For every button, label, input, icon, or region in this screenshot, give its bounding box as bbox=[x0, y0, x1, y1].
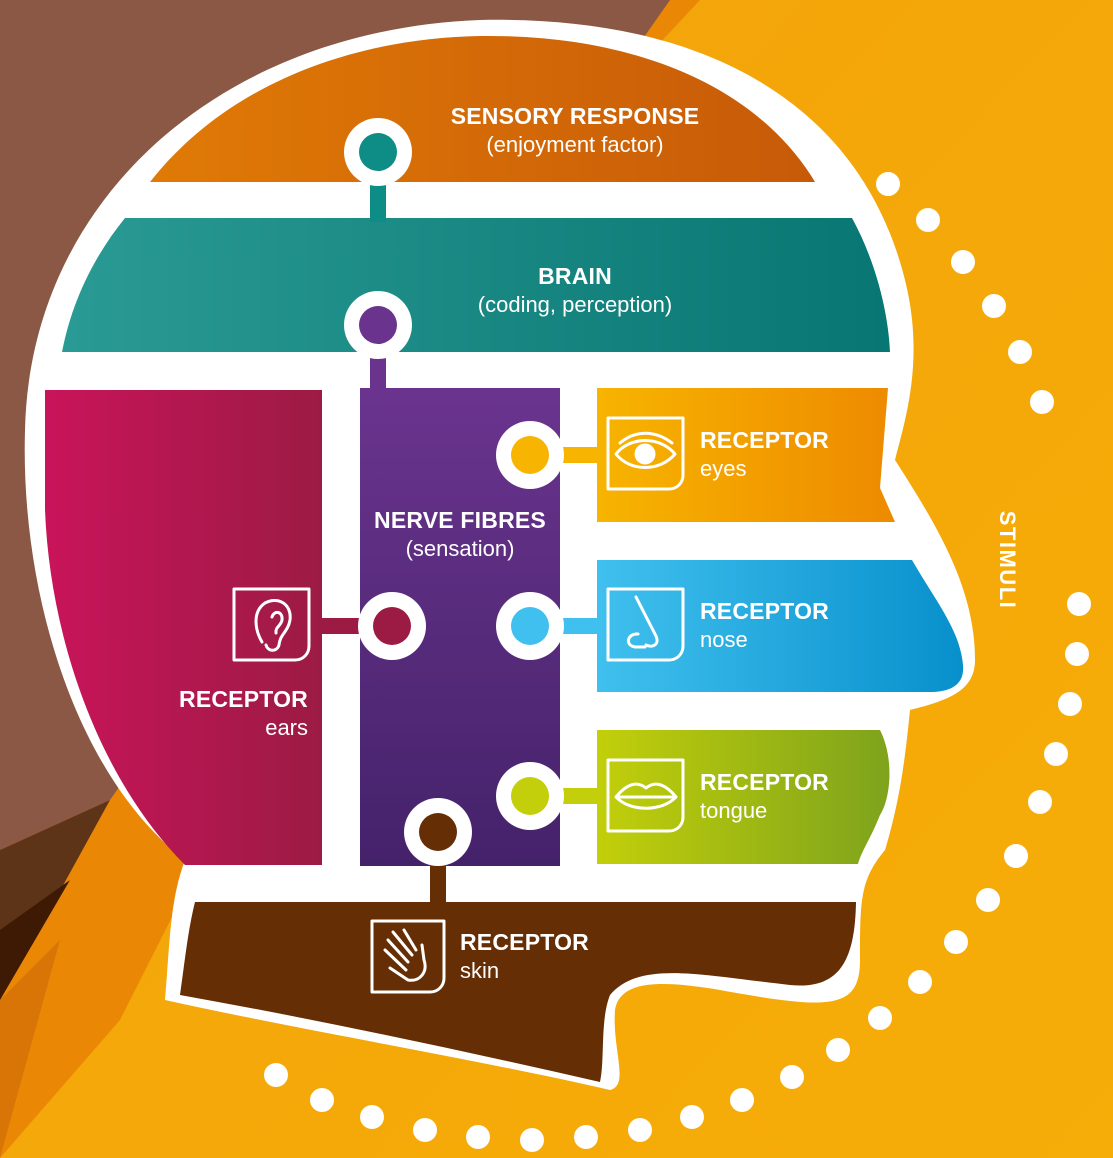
receptor-tongue-label: RECEPTOR tongue bbox=[700, 768, 880, 824]
nose-block bbox=[597, 560, 964, 692]
sensory-response-subtitle: (enjoyment factor) bbox=[486, 131, 664, 157]
connector-ears bbox=[320, 592, 426, 660]
connector-eyes bbox=[496, 421, 600, 489]
receptor-skin-label: RECEPTOR skin bbox=[460, 928, 640, 984]
receptor-ears-title: RECEPTOR bbox=[179, 686, 308, 712]
ear-icon bbox=[232, 587, 311, 662]
receptor-tongue-subtitle: tongue bbox=[700, 797, 768, 823]
brain-subtitle: (coding, perception) bbox=[477, 291, 673, 317]
skin-band bbox=[180, 902, 856, 1082]
receptor-eyes-subtitle: eyes bbox=[700, 455, 747, 481]
nerve-fibres-title: NERVE FIBRES bbox=[374, 507, 546, 533]
sensory-response-band bbox=[150, 35, 815, 182]
nerve-fibres-subtitle: (sensation) bbox=[405, 535, 515, 561]
brain-title: BRAIN bbox=[538, 263, 612, 289]
connector-nose bbox=[496, 592, 600, 660]
lips-icon bbox=[606, 758, 685, 833]
receptor-nose-subtitle: nose bbox=[700, 626, 748, 652]
connector-sensory-brain bbox=[344, 118, 412, 222]
connector-brain-nerve bbox=[344, 291, 412, 391]
sensory-response-label: SENSORY RESPONSE (enjoyment factor) bbox=[425, 102, 725, 158]
sensory-response-title: SENSORY RESPONSE bbox=[450, 103, 700, 129]
brain-label: BRAIN (coding, perception) bbox=[425, 262, 725, 318]
receptor-eyes-title: RECEPTOR bbox=[700, 427, 829, 453]
receptor-nose-title: RECEPTOR bbox=[700, 598, 829, 624]
receptor-skin-title: RECEPTOR bbox=[460, 929, 589, 955]
receptor-skin-subtitle: skin bbox=[460, 957, 500, 983]
receptor-ears-subtitle: ears bbox=[265, 714, 308, 740]
receptor-nose-label: RECEPTOR nose bbox=[700, 597, 880, 653]
receptor-ears-label: RECEPTOR ears bbox=[130, 685, 308, 741]
brain-band bbox=[62, 218, 890, 352]
receptor-eyes-label: RECEPTOR eyes bbox=[700, 426, 880, 482]
nose-icon bbox=[606, 587, 685, 662]
hand-icon bbox=[370, 919, 446, 994]
eye-icon bbox=[606, 416, 685, 491]
connectors bbox=[320, 118, 600, 906]
connector-skin bbox=[404, 798, 472, 906]
nerve-fibres-label: NERVE FIBRES (sensation) bbox=[355, 506, 565, 562]
ears-block bbox=[45, 390, 322, 865]
stimuli-dots bbox=[264, 172, 1091, 1152]
receptor-tongue-title: RECEPTOR bbox=[700, 769, 829, 795]
stimuli-label: STIMULI bbox=[995, 510, 1020, 610]
connector-tongue bbox=[496, 762, 600, 830]
